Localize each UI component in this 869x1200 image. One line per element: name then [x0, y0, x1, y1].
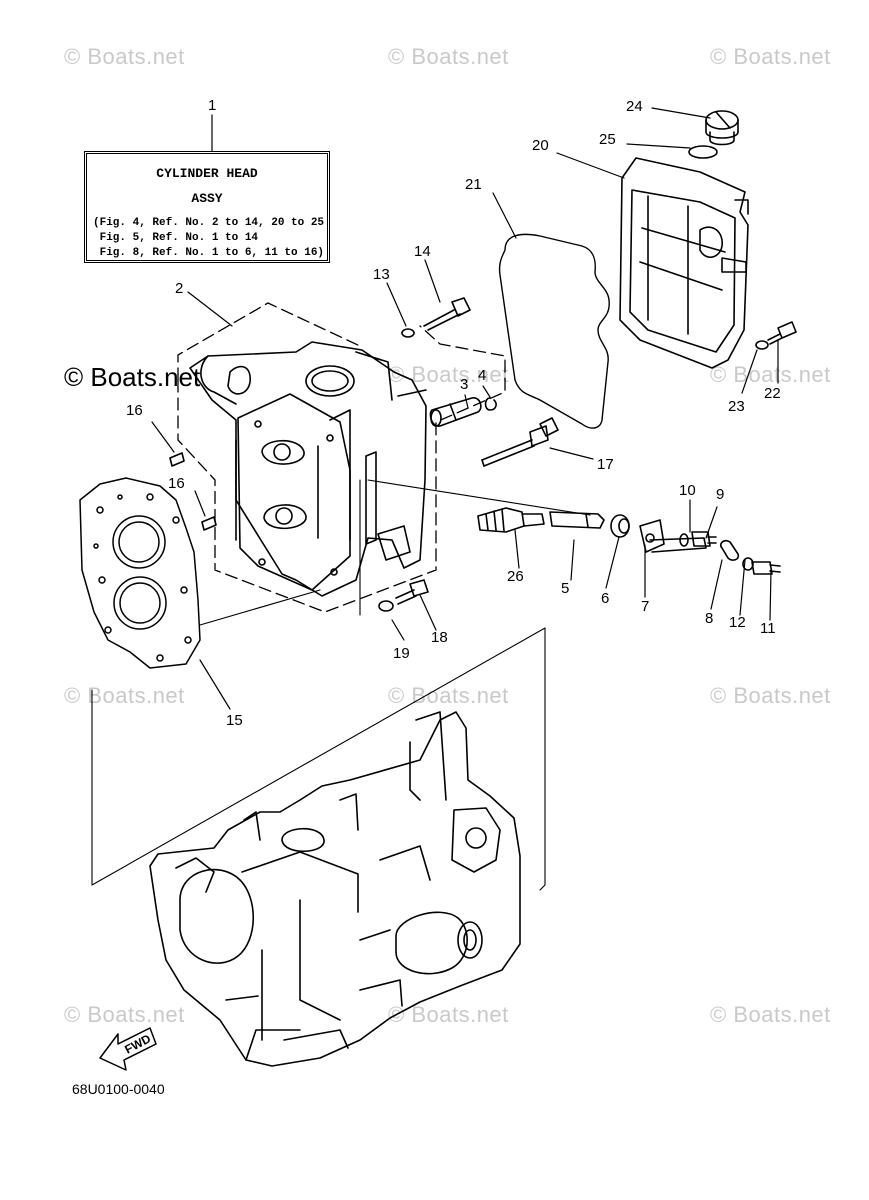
callout-10: 10 — [679, 482, 696, 499]
reference-line: Fig. 5, Ref. No. 1 to 14 — [93, 232, 259, 244]
spark-plug-26 — [477, 507, 545, 533]
callout-14: 14 — [414, 243, 431, 260]
bolt-11 — [751, 561, 781, 575]
bolt-17 — [481, 417, 559, 467]
bolt-9 — [691, 531, 717, 547]
callout-15: 15 — [226, 712, 243, 729]
leader-lines — [151, 107, 779, 710]
callout-17: 17 — [597, 456, 614, 473]
callout-22: 22 — [764, 385, 781, 402]
callout-16: 16 — [126, 402, 143, 419]
assembly-boundary — [177, 302, 506, 613]
callout-5: 5 — [561, 580, 570, 597]
reference-line: (Fig. 4, Ref. No. 2 to 14, 20 to 25 — [93, 217, 325, 229]
callout-13: 13 — [373, 266, 390, 283]
callout-23: 23 — [728, 398, 745, 415]
washer-13 — [401, 328, 415, 338]
washer-19 — [378, 600, 394, 612]
cover-gasket-21 — [498, 233, 610, 429]
callout-11: 11 — [760, 620, 776, 637]
watermark: © Boats.net — [64, 683, 185, 708]
alignment-lines — [91, 479, 591, 891]
callout-9: 9 — [716, 486, 725, 503]
callout-21: 21 — [465, 176, 482, 193]
bolt-14 — [423, 297, 471, 331]
watermark: © Boats.net — [64, 1002, 185, 1027]
bolt-18 — [395, 579, 429, 605]
reference-line: Fig. 8, Ref. No. 1 to 6, 11 to 16) — [93, 247, 325, 259]
watermark: © Boats.net — [710, 44, 831, 69]
watermark: © Boats.net — [710, 1002, 831, 1027]
reference-list: (Fig. 4, Ref. No. 2 to 14, 20 to 25 Fig.… — [93, 216, 327, 261]
shaft-5 — [549, 511, 605, 529]
bushing-6 — [610, 514, 630, 538]
oil-filler-cap-24 — [705, 110, 739, 146]
bolt-22 — [767, 321, 797, 345]
washer-23 — [755, 340, 769, 350]
title-line-1: CYLINDER HEAD — [156, 166, 258, 181]
callout-7: 7 — [641, 598, 650, 615]
watermark: © Boats.net — [64, 44, 185, 69]
fwd-arrow — [99, 1027, 157, 1071]
assembly-title-box: CYLINDER HEAD ASSY (Fig. 4, Ref. No. 2 t… — [84, 151, 330, 263]
callout-18: 18 — [431, 629, 448, 646]
o-ring-25 — [688, 145, 718, 159]
callout-3: 3 — [460, 376, 469, 393]
clip-8 — [719, 539, 740, 561]
watermark: © Boats.net — [388, 683, 509, 708]
clip-4 — [484, 397, 497, 411]
thermostat-3 — [429, 397, 482, 427]
cylinder-head-2 — [189, 341, 427, 597]
callout-20: 20 — [532, 137, 549, 154]
cylinder-head-cover-20 — [619, 157, 749, 369]
bracket-7 — [639, 519, 707, 553]
cylinder-block — [149, 711, 521, 1067]
watermark: © Boats.net — [710, 683, 831, 708]
washer-10 — [679, 533, 689, 547]
callout-16: 16 — [168, 475, 185, 492]
callout-26: 26 — [507, 568, 524, 585]
callout-12: 12 — [729, 614, 746, 631]
watermark: © Boats.net — [388, 1002, 509, 1027]
callout-1: 1 — [208, 97, 217, 114]
title-line-2: ASSY — [191, 191, 223, 206]
head-gasket-15 — [79, 477, 201, 669]
callout-25: 25 — [599, 131, 616, 148]
callout-24: 24 — [626, 98, 643, 115]
figure-code: 68U0100-0040 — [72, 1081, 165, 1097]
watermark: © Boats.net — [388, 44, 509, 69]
watermark: © Boats.net — [710, 362, 831, 387]
callout-8: 8 — [705, 610, 714, 627]
callout-4: 4 — [478, 367, 487, 384]
callout-2: 2 — [175, 280, 184, 297]
callout-6: 6 — [601, 590, 610, 607]
dowel-pin-16 — [169, 452, 217, 531]
callout-19: 19 — [393, 645, 410, 662]
watermark: © Boats.net — [388, 362, 509, 387]
